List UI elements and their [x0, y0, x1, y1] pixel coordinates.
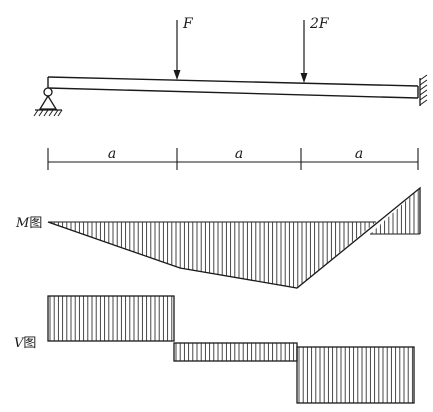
beam-bottom-edge — [47, 87, 419, 99]
shear-block-1 — [47, 295, 175, 342]
moment-diagram-label: M图 — [15, 216, 42, 231]
pin-support-icon — [33, 87, 63, 117]
span-label-1: a — [108, 146, 116, 162]
shear-hatch — [49, 296, 173, 341]
moment-diagram: M图 — [15, 186, 421, 289]
beam — [47, 76, 419, 99]
span-label-2: a — [235, 146, 243, 162]
shear-diagram: V图 — [14, 295, 415, 404]
dimension-line — [47, 148, 419, 170]
shear-diagram-label: V图 — [14, 336, 36, 351]
moment-hatch — [49, 222, 374, 288]
arrow-down-icon — [300, 73, 308, 83]
fixed-support-icon — [419, 74, 428, 106]
moment-hatch — [371, 188, 419, 234]
load-f1-label: F — [182, 16, 194, 32]
shear-hatch — [175, 343, 295, 361]
shear-hatch — [298, 347, 413, 403]
span-label-3: a — [355, 146, 363, 162]
beam-top-edge — [47, 76, 419, 87]
load-f2: 2F — [300, 16, 330, 83]
arrow-down-icon — [173, 70, 181, 80]
load-f1: F — [173, 16, 194, 80]
load-f2-label: 2F — [309, 16, 330, 32]
shear-block-3 — [296, 346, 415, 404]
